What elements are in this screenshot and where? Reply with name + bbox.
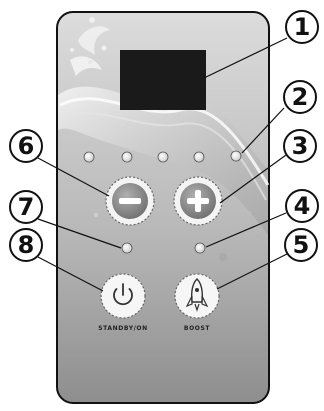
svg-text:4: 4 (294, 192, 311, 220)
plus-button[interactable] (174, 177, 222, 225)
indicator-led (84, 152, 94, 162)
svg-text:5: 5 (293, 231, 310, 259)
svg-text:1: 1 (294, 13, 311, 41)
svg-text:2: 2 (292, 83, 309, 111)
boost-label: BOOST (184, 325, 210, 332)
standby-on-button[interactable] (101, 274, 145, 318)
indicator-led (158, 152, 168, 162)
indicator-led (231, 151, 241, 161)
indicator-led (122, 152, 132, 162)
svg-text:7: 7 (18, 193, 35, 221)
display-screen (120, 50, 206, 110)
indicator-led (194, 152, 204, 162)
boost-button[interactable] (175, 274, 219, 318)
standby-status-led (122, 243, 132, 253)
standby-on-label: STANDBY/ON (98, 325, 148, 332)
svg-text:6: 6 (18, 132, 35, 160)
boost-status-led (195, 243, 205, 253)
svg-text:8: 8 (18, 231, 35, 259)
svg-text:3: 3 (292, 132, 309, 160)
minus-button[interactable] (106, 177, 154, 225)
minus-icon (119, 198, 141, 204)
